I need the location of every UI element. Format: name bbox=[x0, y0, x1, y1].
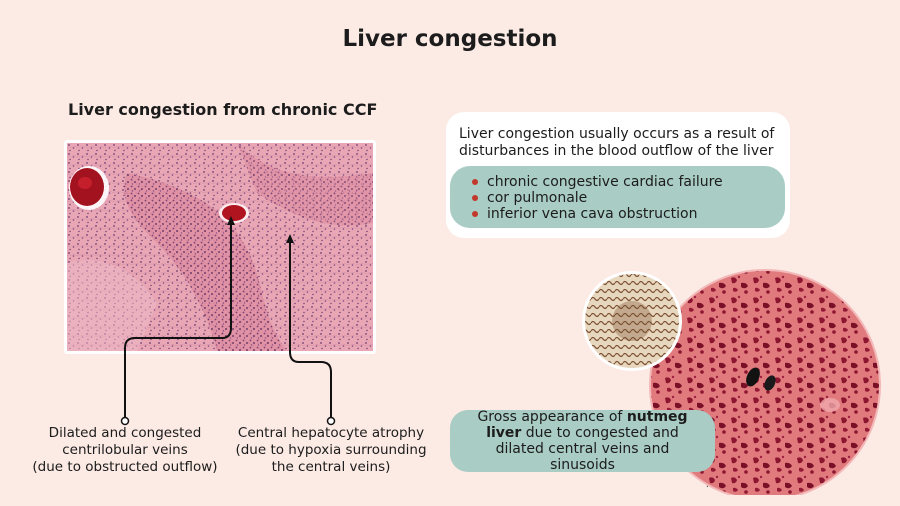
list-item-label: cor pulmonale bbox=[487, 190, 588, 206]
info-text: Liver congestion usually occurs as a res… bbox=[459, 126, 775, 159]
caption-line: Central hepatocyte atrophy bbox=[237, 425, 425, 441]
histology-image bbox=[64, 140, 376, 354]
nutmeg-caption: Gross appearance of nutmeg liver due to … bbox=[463, 409, 703, 473]
page-title: Liver congestion bbox=[342, 26, 558, 52]
caption-hepatocyte-atrophy: Central hepatocyte atrophy (due to hypox… bbox=[226, 425, 436, 476]
caption-line: (due to hypoxia surrounding bbox=[235, 442, 427, 458]
nutmeg-caption-text: Gross appearance of bbox=[477, 409, 627, 425]
histology-subtitle: Liver congestion from chronic CCF bbox=[68, 100, 378, 119]
caption-dilated-veins: Dilated and congested centrilobular vein… bbox=[20, 425, 230, 476]
caption-line: centrilobular veins bbox=[62, 442, 188, 458]
nutmeg-caption-text: due to congested and dilated central vei… bbox=[495, 425, 679, 473]
bullet-icon bbox=[472, 211, 478, 217]
bullet-icon bbox=[472, 195, 478, 201]
list-item: chronic congestive cardiac failure bbox=[472, 174, 785, 190]
caption-line: (due to obstructed outflow) bbox=[32, 459, 218, 475]
causes-list-box: chronic congestive cardiac failure cor p… bbox=[450, 166, 785, 228]
bullet-icon bbox=[472, 179, 478, 185]
caption-line: Dilated and congested bbox=[48, 425, 202, 441]
list-item: cor pulmonale bbox=[472, 190, 785, 206]
info-card: Liver congestion usually occurs as a res… bbox=[446, 112, 790, 238]
nutmeg-caption-bold: nutmeg liver bbox=[486, 409, 688, 441]
list-item-label: chronic congestive cardiac failure bbox=[487, 174, 723, 190]
causes-list: chronic congestive cardiac failure cor p… bbox=[450, 166, 785, 222]
caption-line: the central veins) bbox=[271, 459, 391, 475]
list-item-label: inferior vena cava obstruction bbox=[487, 206, 698, 222]
list-item: inferior vena cava obstruction bbox=[472, 206, 785, 222]
nutmeg-caption-box: Gross appearance of nutmeg liver due to … bbox=[450, 409, 715, 473]
